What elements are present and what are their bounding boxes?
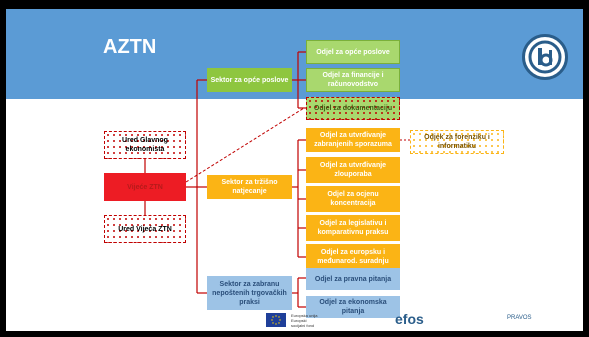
- node-odjel-forenziku: Odjek za forenziku i informatiku: [410, 130, 504, 154]
- screen-border-right: [583, 0, 589, 337]
- node-odjel-legislativu: Odjel za legislativu i komparativnu prak…: [306, 215, 400, 241]
- node-odjel-zlouporaba: Odjel za utvrđivanje zlouporaba: [306, 157, 400, 183]
- node-vijece-ztn: Vijeće ZTN: [104, 173, 186, 201]
- header-banner: [6, 9, 583, 99]
- node-odjel-dokumentaciju: Odjel za dokumentaciju: [306, 97, 400, 120]
- screen-border-bottom: [0, 331, 589, 337]
- bi-logo-icon: [522, 34, 568, 80]
- node-odjel-pravna-pitanja: Odjel za pravna pitanja: [306, 268, 400, 290]
- node-odjel-opce-poslove: Odjel za opće poslove: [306, 40, 400, 64]
- node-odjel-koncentracija: Odjel za ocjenu koncentracija: [306, 186, 400, 212]
- node-odjel-ekonomska-pitanja: Odjel za ekonomska pitanja: [306, 296, 400, 318]
- pravos-logo: PRAVOS: [507, 315, 532, 321]
- node-ured-vijeca-ztn: Ured Vijeća ZTN: [104, 215, 186, 243]
- eu-text: Europska unija Europski socijalni fond: [291, 313, 318, 328]
- node-sektor-opce-poslove: Sektor za opće poslove: [207, 68, 292, 92]
- slide-title: AZTN: [103, 36, 157, 58]
- node-sektor-trzisno-natjecanje: Sektor za tržišno natjecanje: [207, 175, 292, 199]
- screen-border-top: [0, 0, 589, 9]
- node-odjel-financije: Odjel za financije i računovodstvo: [306, 68, 400, 92]
- node-odjel-europsku: Odjel za europsku i međunarod. suradnju: [306, 244, 400, 270]
- node-odjel-sporazuma: Odjel za utvrđivanje zabranjenih sporazu…: [306, 128, 400, 152]
- efos-logo: efos: [395, 311, 424, 327]
- eu-flag-icon: [266, 313, 286, 327]
- node-ured-glavnog-ekonomista: Ured Glavnog ekonomista: [104, 131, 186, 159]
- screen-border-left: [0, 0, 6, 337]
- node-sektor-zabrana: Sektor za zabranu nepoštenih trgovačkih …: [207, 276, 292, 310]
